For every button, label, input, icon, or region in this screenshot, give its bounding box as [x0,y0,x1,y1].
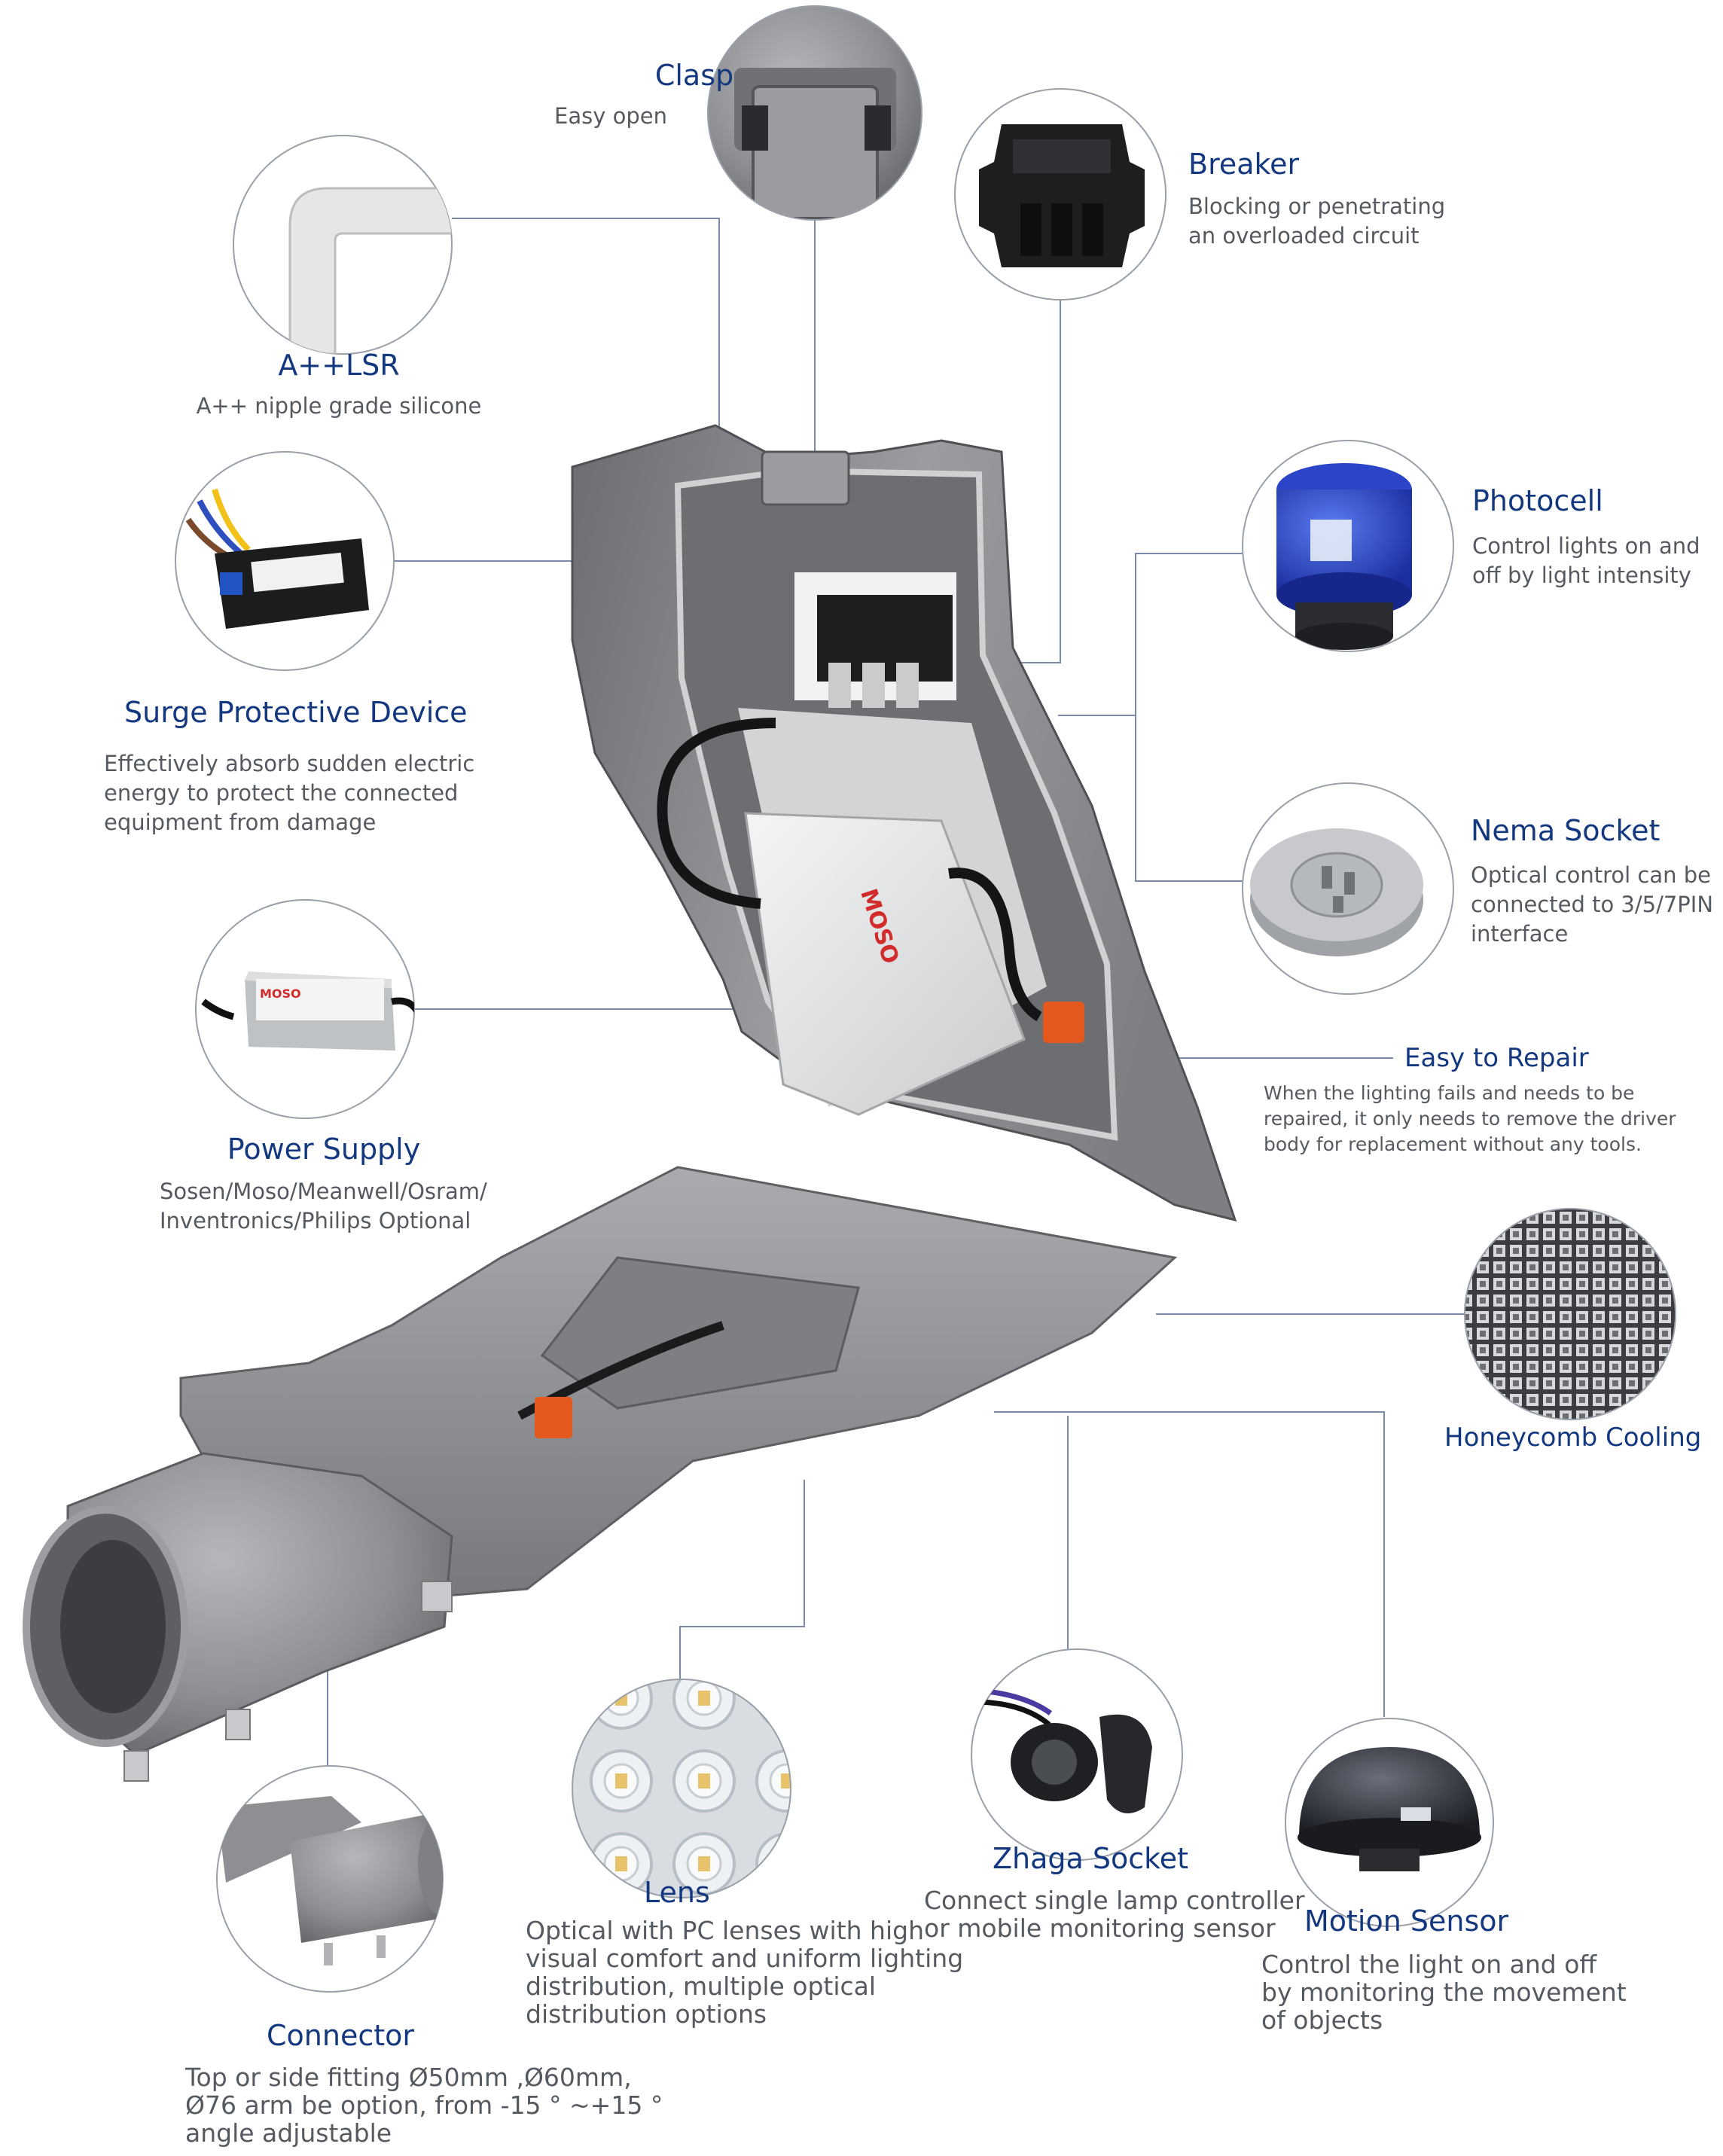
lens-title: Lens [644,1876,710,1909]
leader-line-lens [679,1480,805,1679]
motion-desc: Control the light on and off by monitori… [1261,1950,1627,2035]
zhaga-socket-photo [971,1648,1183,1861]
repair-title: Easy to Repair [1404,1043,1589,1073]
power-desc: Sosen/Moso/Meanwell/Osram/ Inventronics/… [160,1179,487,1234]
lens-photo [572,1679,791,1898]
connector-photo [216,1765,444,1993]
breaker-desc: Blocking or penetrating an overloaded ci… [1188,194,1446,249]
breaker-title: Breaker [1188,148,1300,181]
photocell-desc: Control lights on and off by light inten… [1472,533,1700,588]
lsr-title: A++LSR [278,349,400,382]
leader-line-motion [994,1411,1385,1717]
leader-line-photocell-nema [1135,553,1243,882]
nema-title: Nema Socket [1471,814,1660,847]
zhaga-title: Zhaga Socket [993,1842,1189,1875]
power-title: Power Supply [227,1133,421,1166]
nema-socket-photo [1242,782,1454,995]
lsr-desc: A++ nipple grade silicone [196,393,482,419]
clasp-title: Clasp [654,59,734,92]
breaker-photo [954,88,1166,300]
honeycomb-photo [1464,1208,1676,1420]
motion-title: Motion Sensor [1304,1904,1509,1938]
upper-clasp [761,450,850,506]
repair-desc: When the lighting fails and needs to be … [1264,1082,1676,1155]
honeycomb-title: Honeycomb Cooling [1444,1423,1702,1453]
zhaga-desc: Connect single lamp controller or mobile… [924,1886,1305,1943]
spd-title: Surge Protective Device [124,696,468,729]
nema-desc: Optical control can be connected to 3/5/… [1471,862,1714,947]
clasp-photo [707,5,922,221]
leader-lines [327,218,1465,1766]
surge-protector-photo [175,451,395,671]
clasp-desc: Easy open [554,103,667,129]
connector-title: Connector [267,2019,414,2052]
silicone-gasket-photo [233,135,453,355]
motion-sensor-photo [1285,1718,1494,1927]
lower-orange-connector [535,1397,572,1438]
connector-desc: Top or side fitting Ø50mm ,Ø60mm, Ø76 ar… [185,2063,663,2148]
lens-desc: Optical with PC lenses with high visual … [526,1916,964,2029]
power-supply-photo: MOSO [195,899,415,1119]
orange-quick-connector [1043,1002,1084,1043]
street-light-exploded-view: MOSO [23,424,1237,1782]
svg-text:MOSO: MOSO [260,987,301,1001]
photocell-title: Photocell [1472,484,1603,517]
photocell-photo [1242,440,1454,652]
driver-body [744,812,1026,1116]
spd-desc: Effectively absorb sudden electric energ… [104,751,475,835]
